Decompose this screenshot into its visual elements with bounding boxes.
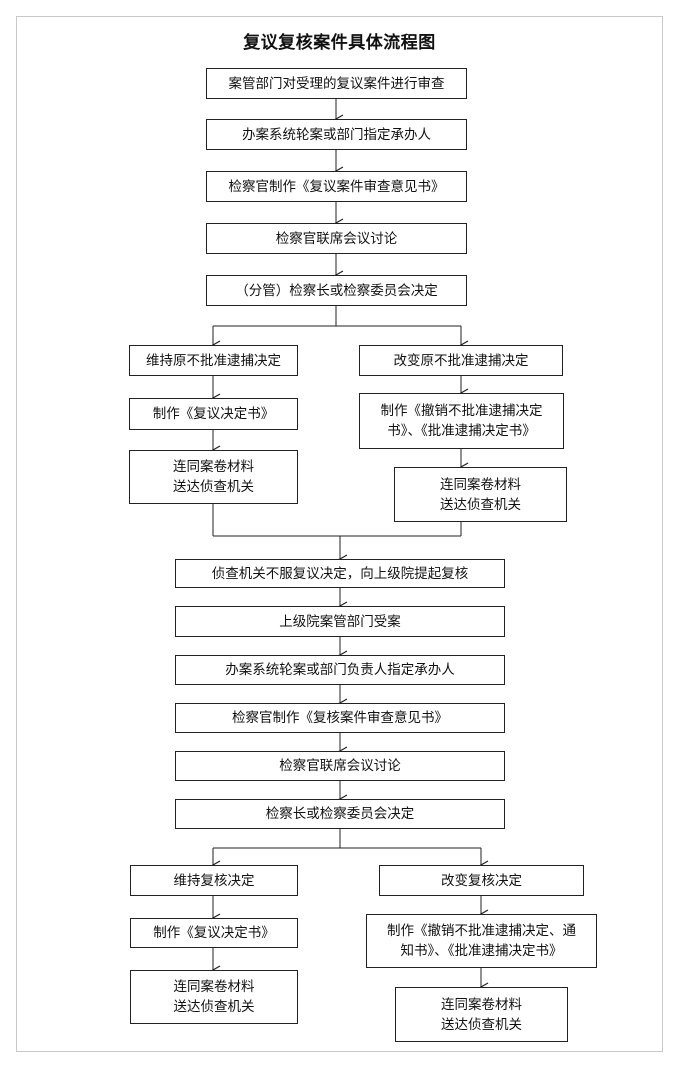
step-superior-accept: 上级院案管部门受案	[175, 606, 505, 637]
step-chief-decision: （分管）检察长或检察委员会决定	[206, 275, 467, 306]
step-assign-handler: 办案系统轮案或部门指定承办人	[206, 119, 467, 150]
step-appeal-review: 侦查机关不服复议决定，向上级院提起复核	[175, 559, 505, 588]
step-change-decision: 改变原不批准逮捕决定	[359, 345, 563, 376]
step-change-recheck: 改变复核决定	[379, 865, 584, 896]
diagram-title: 复议复核案件具体流程图	[243, 33, 436, 53]
page-frame	[16, 16, 663, 1052]
step-maintain-decision: 维持原不批准逮捕决定	[129, 345, 298, 376]
step-case-review: 案管部门对受理的复议案件进行审查	[206, 68, 467, 99]
step-chief-decision-2: 检察长或检察委员会决定	[175, 799, 505, 829]
step-assign-handler-2: 办案系统轮案或部门负责人指定承办人	[175, 655, 505, 685]
step-deliver-right-2: 连同案卷材料 送达侦查机关	[395, 987, 568, 1042]
step-deliver-left: 连同案卷材料 送达侦查机关	[129, 450, 298, 504]
step-deliver-right: 连同案卷材料 送达侦查机关	[394, 467, 567, 522]
step-maintain-recheck: 维持复核决定	[130, 865, 298, 896]
step-make-reconsideration-doc-2: 制作《复议决定书》	[130, 918, 298, 948]
step-joint-meeting: 检察官联席会议讨论	[206, 223, 467, 254]
step-prepare-review-opinion: 检察官制作《复议案件审查意见书》	[206, 171, 467, 202]
step-joint-meeting-2: 检察官联席会议讨论	[175, 751, 505, 781]
step-deliver-left-2: 连同案卷材料 送达侦查机关	[130, 970, 298, 1024]
step-make-revoke-doc-2: 制作《撤销不批准逮捕决定、通 知书》、《批准逮捕决定书》	[366, 914, 597, 968]
step-make-revoke-doc: 制作《撤销不批准逮捕决定 书》、《批准逮捕决定书》	[359, 393, 564, 449]
step-prepare-recheck-opinion: 检察官制作《复核案件审查意见书》	[175, 703, 505, 733]
step-make-reconsideration-doc: 制作《复议决定书》	[129, 398, 298, 430]
